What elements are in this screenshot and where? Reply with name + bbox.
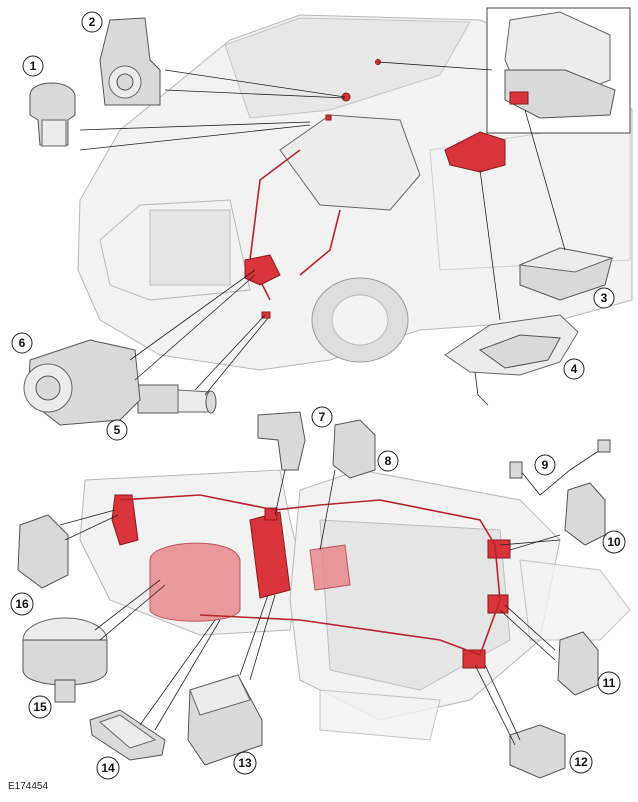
actuator-highlight-1 [487,539,511,559]
part-7-sensor [257,411,306,471]
svg-text:15: 15 [33,700,47,714]
part-14-resistor [89,709,166,761]
actuator-highlight-4 [264,507,278,521]
svg-text:10: 10 [607,535,621,549]
blower-motor-highlight [111,494,139,546]
svg-text:2: 2 [89,15,96,29]
solar-sensor-highlight [341,92,351,102]
svg-text:9: 9 [542,458,549,472]
callout-8: 8 [377,450,399,472]
svg-text:16: 16 [15,597,29,611]
callout-2: 2 [81,11,103,33]
sensor-inset [486,7,631,134]
callout-5: 5 [106,419,128,441]
grille-sensor-highlight [325,114,332,121]
part-1-sensor [29,82,76,147]
callout-3: 3 [593,287,615,309]
callout-15: 15 [28,695,52,719]
evaporator-highlight [309,544,351,591]
callout-10: 10 [602,530,626,554]
part-11-actuator [557,631,599,696]
blower-housing-highlight [149,542,241,622]
svg-text:1: 1 [30,59,37,73]
part-15-blower-motor [22,617,108,703]
part-4-door-mirror [444,314,579,406]
svg-text:12: 12 [574,755,588,769]
svg-text:13: 13 [238,756,252,770]
callout-9: 9 [534,454,556,476]
callout-7: 7 [311,406,333,428]
callout-12: 12 [569,750,593,774]
callout-16: 16 [10,592,34,616]
svg-text:5: 5 [114,423,121,437]
sensor-highlight-in-car [261,311,271,319]
part-16-actuator [17,514,69,589]
svg-text:8: 8 [385,454,392,468]
callout-1: 1 [22,55,44,77]
svg-text:4: 4 [571,362,578,376]
harness [119,494,501,657]
part-8-actuator [332,419,376,479]
part-5-sensor [137,384,217,414]
part-9-sensor [509,439,611,496]
leader-lines [59,61,566,746]
callout-14: 14 [96,756,120,780]
door-mirror-highlight [444,131,506,173]
svg-text:14: 14 [101,761,115,775]
callout-13: 13 [233,751,257,775]
part-6-compressor [23,339,141,426]
part-12-actuator [509,724,566,779]
figure-id: E174454 [8,781,49,792]
callout-6: 6 [11,332,33,354]
part-10-actuator [564,482,606,546]
part-3-control-module [518,247,614,301]
callout-11: 11 [597,671,621,695]
svg-text:11: 11 [603,676,616,690]
part-2-module [99,17,161,106]
svg-text:6: 6 [19,336,26,350]
compressor-highlight-in-car [244,254,281,286]
svg-text:3: 3 [601,291,608,305]
part-13-control-module [187,674,263,766]
svg-text:7: 7 [319,410,326,424]
callout-4: 4 [563,358,585,380]
